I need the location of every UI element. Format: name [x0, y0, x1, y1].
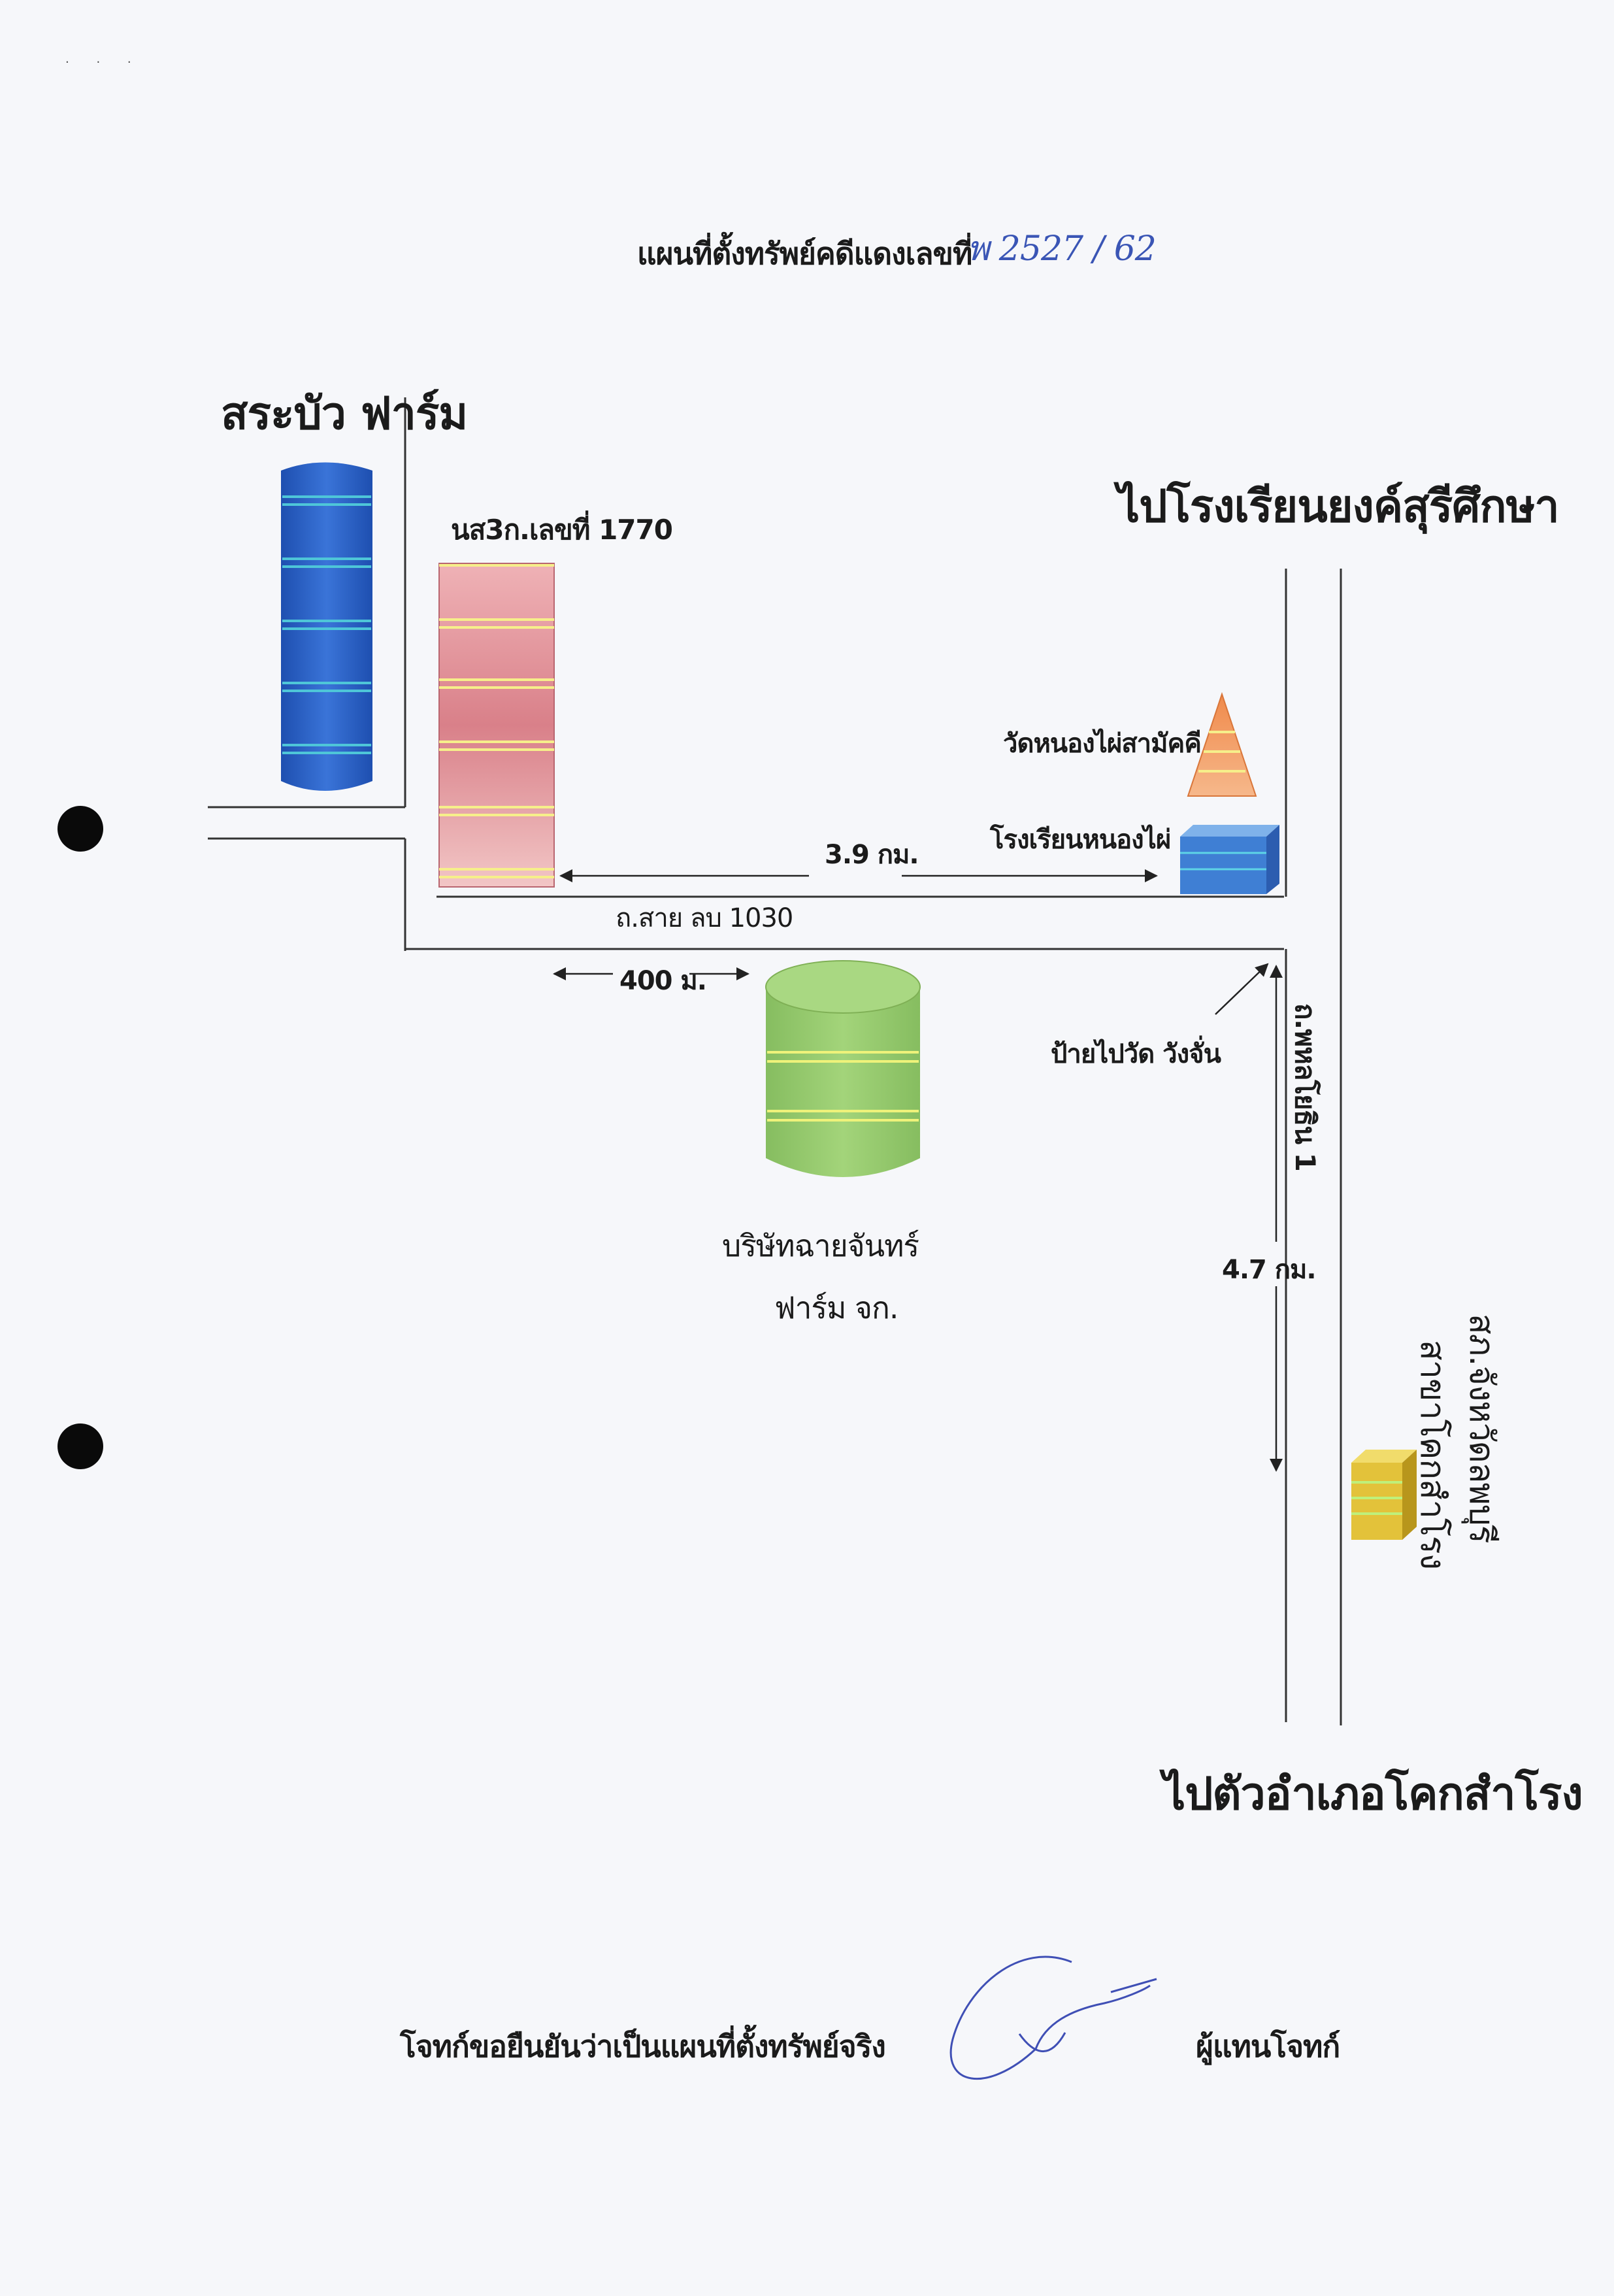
label-police-station: สภ.จังหวัดลพบุรี [1462, 1314, 1501, 1543]
signature [949, 1955, 1157, 2080]
green-cylinder-icon [765, 960, 921, 1177]
distance-arrows [553, 869, 1283, 1472]
orange-triangle-icon [1187, 691, 1257, 797]
certification-text: โจทก์ขอยืนยันว่าเป็นแผนที่ตั้งทรัพย์จริง [400, 2029, 886, 2064]
case-number-handwritten: พ 2527 / 62 [967, 229, 1157, 269]
label-sraboa-farm: สระบัว ฟาร์ม [221, 388, 468, 440]
label-road-lb1030: ถ.สาย ลบ 1030 [616, 903, 793, 933]
punch-hole-top [58, 806, 103, 852]
label-temple: วัดหนองไผ่สามัคคี [1003, 729, 1202, 759]
label-deed-number: นส3ก.เลขที่ 1770 [451, 514, 673, 546]
label-sign-to-temple: ป้ายไปวัด วังจั่น [1051, 1039, 1221, 1069]
label-road-phahon: ถ.พหลโยธิน 1 [1289, 1003, 1321, 1171]
blue-cylinder-icon [281, 462, 372, 791]
label-distance-400: 400 ม. [619, 966, 707, 996]
label-company-line2: ฟาร์ม จก. [774, 1290, 898, 1325]
pink-plot-icon [438, 563, 555, 888]
label-distance-3-9: 3.9 กม. [825, 840, 919, 870]
punch-hole-bottom [58, 1423, 103, 1469]
road-network [208, 397, 1342, 1725]
scan-marks: . . . [65, 52, 143, 66]
signer-role: ผู้แทนโจทก์ [1196, 2029, 1340, 2064]
yellow-box-icon [1351, 1450, 1417, 1540]
label-kok-samrong-unit: สาขาโคกสำโรง [1413, 1340, 1452, 1570]
label-to-school: ไปโรงเรียนยงค์สุรีศึกษา [1117, 481, 1560, 533]
blue-box-icon [1180, 825, 1279, 894]
map-title: แผนที่ตั้งทรัพย์คดีแดงเลขที่ [637, 236, 972, 271]
label-to-district: ไปตัวอำเภอโคกสำโรง [1163, 1769, 1583, 1820]
label-distance-4-7: 4.7 กม. [1222, 1255, 1317, 1285]
label-company-line1: บริษัทฉายจันทร์ [722, 1228, 919, 1263]
label-school: โรงเรียนหนองไผ่ [990, 825, 1171, 855]
